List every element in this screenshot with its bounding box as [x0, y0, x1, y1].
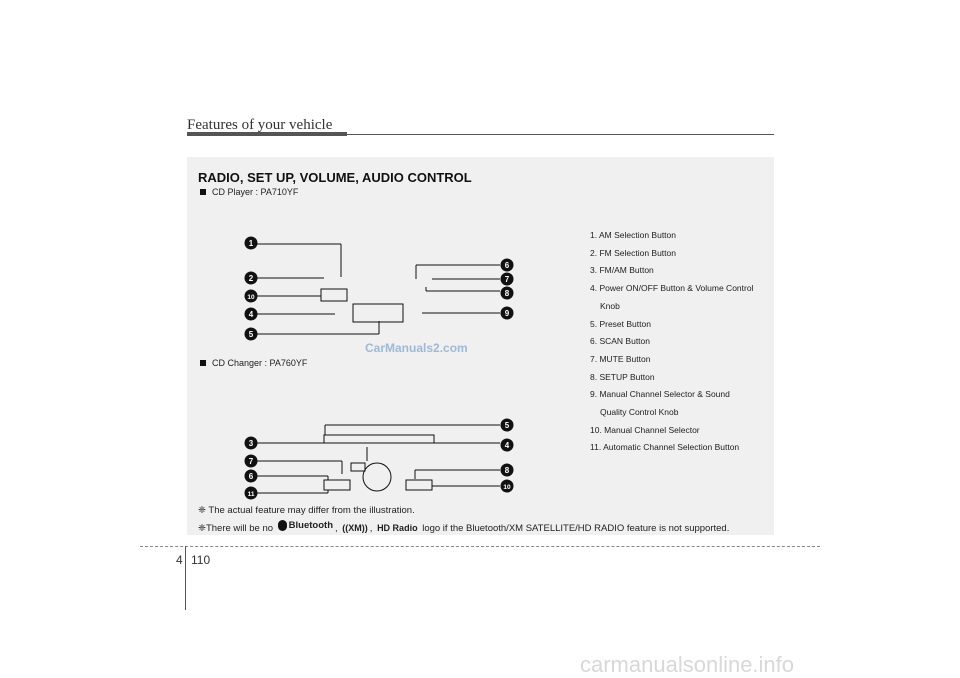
callout-top-3: 10 [247, 294, 255, 301]
legend-item-10: 10. Manual Channel Selector [590, 424, 700, 435]
site-watermark: carmanualsonline.info [580, 652, 795, 677]
callout-bottom-7: 8 [505, 466, 510, 475]
cd-player-label-text: CD Player : PA710YF [212, 187, 299, 197]
bluetooth-logo: Bluetooth [277, 520, 333, 531]
header-rule-thick [187, 132, 347, 136]
legend-item-1: 1. AM Selection Button [590, 230, 676, 240]
note-logo-prefix: ❈There will be no [198, 523, 274, 534]
section-title: RADIO, SET UP, VOLUME, AUDIO CONTROL [198, 170, 472, 185]
cd-player-label: CD Player : PA710YF [200, 187, 298, 197]
callout-bottom-4: 11 [248, 491, 255, 498]
callout-top-4: 4 [249, 310, 254, 319]
callout-bottom-8: 10 [503, 484, 511, 491]
footer-dashed-rule [140, 546, 820, 547]
bluetooth-logo-text: Bluetooth [288, 520, 333, 531]
legend-item-4-cont: Knob [600, 300, 620, 311]
note-logo-suffix: logo if the Bluetooth/XM SATELLITE/HD RA… [422, 523, 730, 534]
callout-top-7: 7 [505, 275, 510, 284]
callout-top-1: 1 [249, 239, 254, 248]
xm-logo: ((XM)) [342, 523, 368, 533]
callout-bottom-1: 3 [249, 439, 254, 448]
callout-top-5: 5 [249, 330, 254, 339]
note-logo-sep2: , [369, 523, 373, 534]
legend-item-4: 4. Power ON/OFF Button & Volume Control [590, 283, 754, 294]
callout-bottom-5: 5 [505, 421, 510, 430]
legend-item-3: 3. FM/AM Button [590, 265, 654, 276]
callout-bottom-3: 6 [249, 472, 254, 481]
hd-radio-logo: HD Radio [377, 523, 418, 533]
note-logo-sep1: , [335, 523, 338, 534]
note-logo: ❈There will be no Bluetooth, ((XM)), HD … [198, 520, 729, 534]
callout-top-6: 6 [505, 261, 510, 270]
bullet-square-icon [200, 360, 206, 366]
bullet-square-icon [200, 189, 206, 195]
callout-bottom-6: 4 [505, 441, 510, 450]
legend-item-8: 8. SETUP Button [590, 371, 655, 382]
chapter-number: 4 [176, 553, 183, 567]
content-panel [187, 157, 774, 535]
legend-item-11: 11. Automatic Channel Selection Button [590, 442, 740, 453]
radio-diagram: 1 2 10 4 5 6 7 8 9 3 7 6 11 5 4 8 10 [244, 236, 514, 500]
bluetooth-icon [277, 520, 287, 531]
cd-changer-label: CD Changer : PA760YF [200, 358, 307, 368]
header-rule-thin [347, 134, 774, 135]
legend-list: 1. AM Selection Button 2. FM Selection B… [590, 227, 770, 457]
callout-top-9: 9 [505, 309, 510, 318]
legend-item-7: 7. MUTE Button [590, 353, 651, 364]
note-illustration: ❈ The actual feature may differ from the… [198, 505, 415, 516]
watermark-text: CarManuals2.com [365, 341, 468, 355]
cd-changer-label-text: CD Changer : PA760YF [212, 358, 308, 368]
legend-item-2: 2. FM Selection Button [590, 247, 676, 258]
legend-item-9-cont: Quality Control Knob [600, 407, 679, 418]
legend-item-9: 9. Manual Channel Selector & Sound [590, 389, 730, 400]
callout-bottom-2: 7 [249, 457, 254, 466]
page-number: 110 [191, 553, 211, 567]
page-header-title: Features of your vehicle [187, 117, 333, 133]
legend-item-6: 6. SCAN Button [590, 336, 651, 347]
footer-vertical-rule [185, 546, 186, 610]
callout-top-2: 2 [249, 274, 254, 283]
callout-top-8: 8 [505, 289, 510, 298]
legend-item-5: 5. Preset Button [590, 318, 651, 329]
